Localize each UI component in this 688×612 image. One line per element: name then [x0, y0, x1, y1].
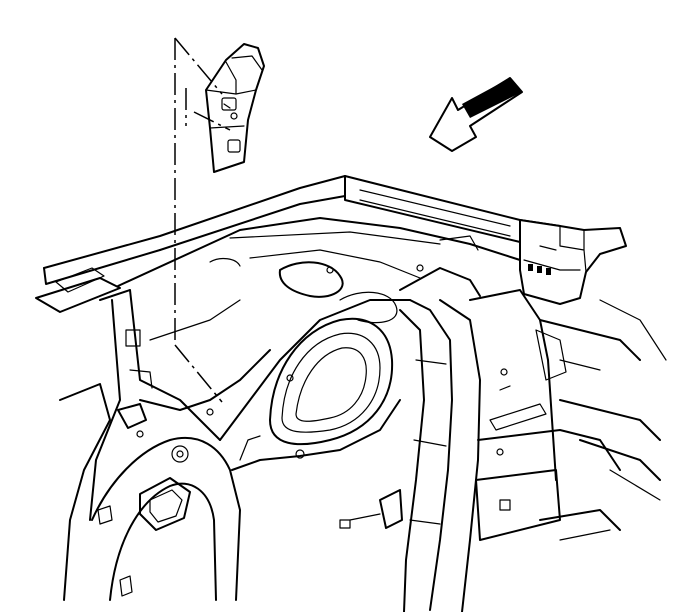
right-panel [469, 289, 667, 541]
direction-arrow [429, 77, 523, 152]
inner-panel [219, 299, 411, 471]
left-pillar [59, 289, 271, 601]
center-pillar [349, 299, 481, 612]
package-tray [117, 217, 521, 324]
removed-bracket-part [205, 43, 265, 173]
alignment-lines [174, 37, 231, 403]
right-bracket [519, 219, 627, 305]
fasteners [136, 264, 511, 529]
wheelhouse [91, 437, 241, 601]
